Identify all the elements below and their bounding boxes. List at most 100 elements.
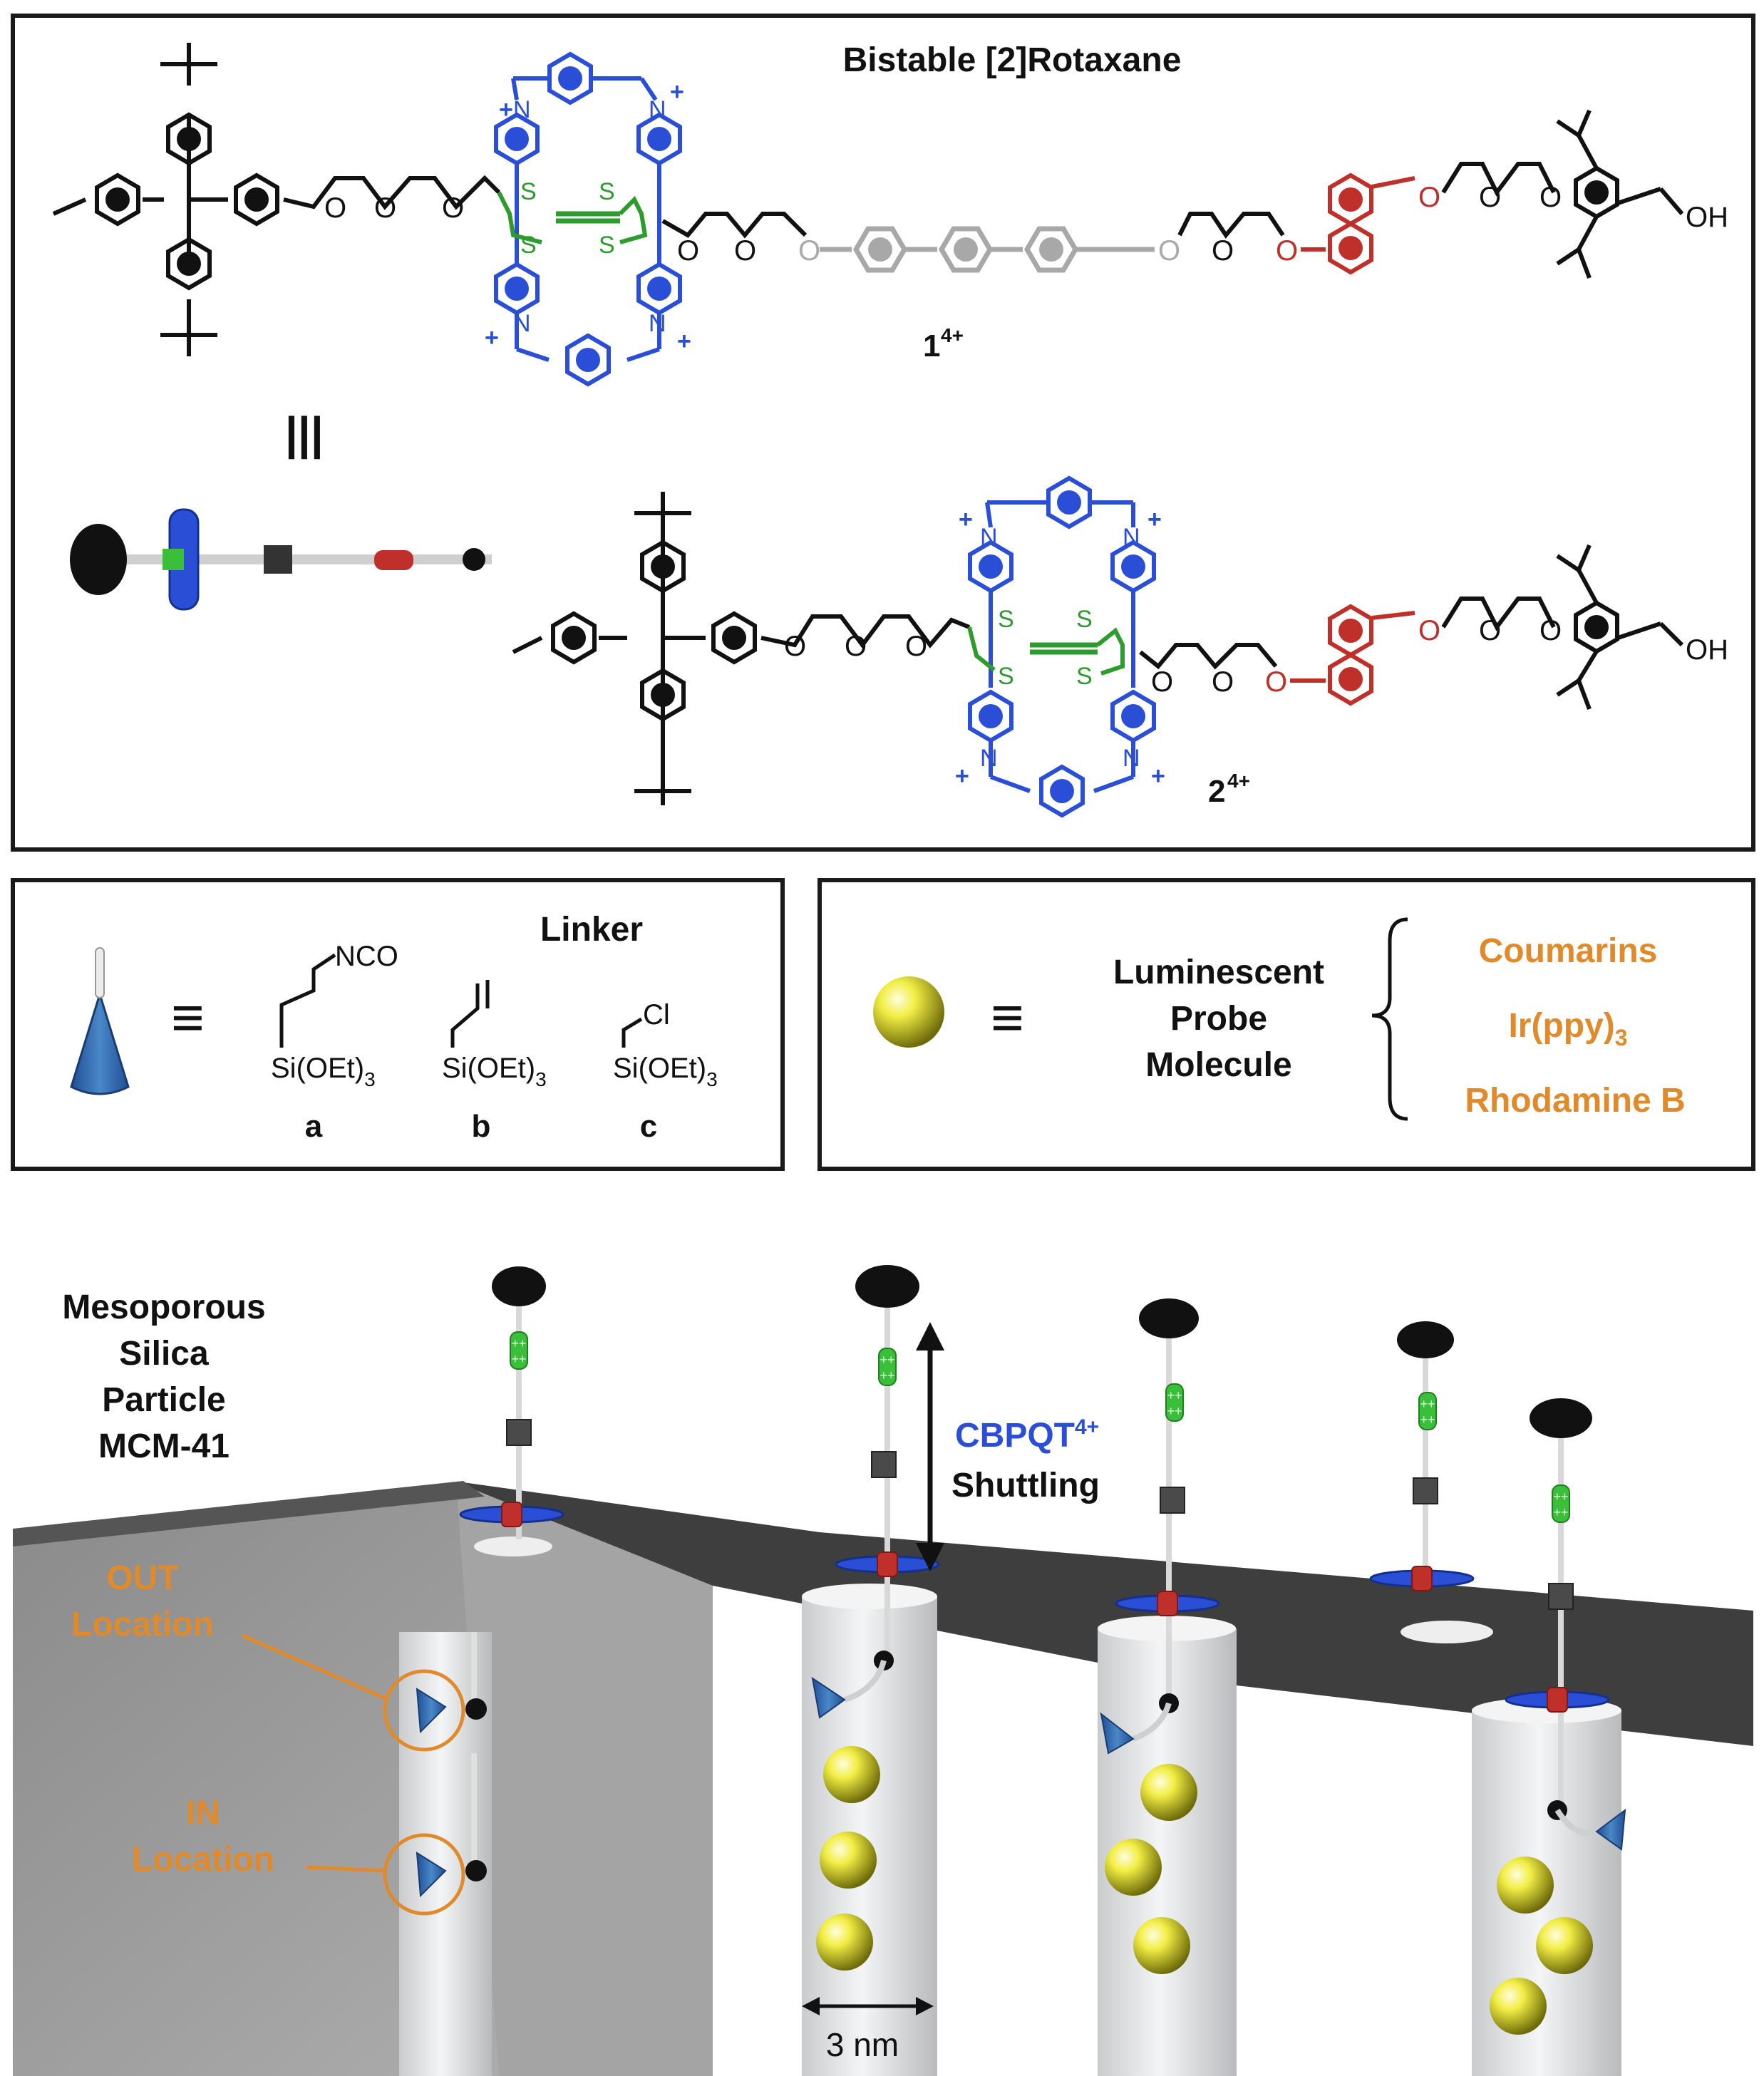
compound-2-stopper-left bbox=[512, 492, 755, 805]
in-location-label-line1: IN bbox=[186, 1794, 220, 1832]
out-location-circle bbox=[383, 1669, 465, 1752]
particle-label-line4: MCM-41 bbox=[98, 1427, 229, 1465]
probe-irppy3: Ir(ppy)3 bbox=[1508, 1007, 1627, 1050]
atom-s: S bbox=[520, 178, 537, 205]
compound-1-stopper-left bbox=[52, 43, 277, 356]
particle-label-line1: Mesoporous bbox=[62, 1289, 265, 1326]
charge-plus: + bbox=[499, 96, 513, 123]
equivalence-symbol: ||| bbox=[285, 408, 324, 460]
cbpqt-ring-1: + N N + N + N + bbox=[485, 54, 691, 384]
probe-label-line1: Luminescent bbox=[1113, 954, 1324, 991]
atom-o: O bbox=[324, 192, 346, 224]
atom-o: O bbox=[798, 235, 820, 267]
linker-a-group: NCO bbox=[335, 941, 398, 972]
surface-pore-opening bbox=[474, 1537, 552, 1556]
atom-o: O bbox=[905, 631, 927, 662]
probe-rhodamine-b: Rhodamine B bbox=[1465, 1082, 1685, 1120]
compound-1-structure: O O O + N N + N + N + bbox=[52, 43, 1728, 384]
atom-n: N bbox=[649, 310, 666, 337]
shuttling-label: Shuttling bbox=[951, 1467, 1100, 1504]
atom-o: O bbox=[1158, 235, 1180, 267]
biphenyl-station bbox=[856, 229, 1155, 270]
rotaxane-cartoon bbox=[70, 508, 492, 611]
atom-n: N bbox=[980, 524, 998, 551]
atom-n: N bbox=[649, 96, 666, 123]
loaded-probe-balls bbox=[816, 1746, 1593, 2035]
charge-plus: + bbox=[1147, 506, 1162, 533]
linker-c-silane: Si(OEt)3 bbox=[613, 1053, 718, 1090]
atom-s: S bbox=[599, 232, 615, 259]
atom-o: O bbox=[1479, 182, 1501, 213]
atom-o: O bbox=[1418, 182, 1440, 213]
ttf-unit-1: S S S S bbox=[497, 178, 648, 259]
atom-s: S bbox=[998, 606, 1014, 633]
compound-2-charge: 4+ bbox=[1227, 770, 1250, 792]
atom-o: O bbox=[1276, 235, 1298, 267]
side-rotaxane-in bbox=[416, 1753, 487, 1898]
pore-width-dimension bbox=[802, 1997, 934, 2015]
atom-n: N bbox=[1123, 524, 1140, 551]
atom-oh: OH bbox=[1686, 634, 1728, 666]
atom-n: N bbox=[513, 96, 531, 123]
atom-o: O bbox=[1212, 666, 1234, 698]
linker-b-chain bbox=[450, 983, 480, 1048]
rotaxane-panel-frame bbox=[11, 14, 1755, 852]
atom-o: O bbox=[1539, 182, 1562, 213]
ttf-unit-2: S S S S bbox=[967, 606, 1125, 690]
linker-b-label: b bbox=[472, 1109, 491, 1144]
probe-brace bbox=[1371, 917, 1408, 1121]
probe-label-line2: Probe bbox=[1170, 1000, 1267, 1038]
particle-label-line3: Particle bbox=[102, 1381, 225, 1419]
atom-s: S bbox=[1076, 606, 1093, 633]
compound-2-stopper-right bbox=[1556, 544, 1684, 711]
atom-n: N bbox=[513, 310, 531, 337]
atom-n: N bbox=[1123, 745, 1140, 772]
pore-width-label: 3 nm bbox=[826, 2026, 899, 2063]
atom-o: O bbox=[1265, 666, 1287, 698]
charge-plus: + bbox=[1151, 763, 1165, 790]
probe-label-line3: Molecule bbox=[1145, 1046, 1291, 1084]
atom-o: O bbox=[734, 235, 756, 267]
linker-c-label: c bbox=[640, 1109, 657, 1144]
compound-2-label: 2 bbox=[1208, 774, 1225, 809]
compound-1-label: 1 bbox=[923, 329, 940, 363]
in-location-circle bbox=[383, 1833, 465, 1916]
surface-rotaxane-4 bbox=[1369, 1321, 1475, 1592]
atom-o: O bbox=[1479, 615, 1501, 646]
atom-oh: OH bbox=[1686, 202, 1728, 233]
charge-plus: + bbox=[677, 328, 691, 355]
linker-cone-icon bbox=[70, 947, 130, 1095]
probe-ball-icon bbox=[873, 976, 944, 1048]
charge-plus: + bbox=[955, 763, 969, 790]
naphthalene-station-2 bbox=[1330, 606, 1415, 703]
compound-2-structure: O O O + N N + N + N + bbox=[512, 478, 1728, 815]
atom-s: S bbox=[520, 232, 537, 259]
atom-n: N bbox=[980, 745, 998, 772]
linker-b-silane: Si(OEt)3 bbox=[442, 1053, 547, 1090]
particle-label-line2: Silica bbox=[119, 1335, 209, 1373]
linker-a-label: a bbox=[305, 1109, 323, 1144]
surface-rotaxane-5 bbox=[1505, 1398, 1626, 1851]
atom-o: O bbox=[1539, 615, 1562, 646]
charge-plus: + bbox=[485, 324, 499, 351]
side-rotaxane-out bbox=[416, 1632, 487, 1734]
linker-c-chain bbox=[621, 1017, 643, 1048]
atom-o: O bbox=[845, 631, 867, 662]
charge-plus: + bbox=[959, 506, 973, 533]
surface-pore-opening bbox=[1401, 1621, 1493, 1643]
atom-o: O bbox=[1212, 235, 1234, 267]
atom-o: O bbox=[374, 192, 396, 224]
cbpqt-ring-2: + N N + N + N + bbox=[955, 478, 1165, 815]
linker-equiv-symbol: ≡ bbox=[171, 986, 205, 1049]
atom-o: O bbox=[784, 631, 806, 662]
rotaxane-title: Bistable [2]Rotaxane bbox=[843, 41, 1182, 79]
atom-s: S bbox=[599, 178, 615, 205]
linker-a-chain bbox=[279, 953, 336, 1048]
atom-o: O bbox=[442, 192, 464, 224]
out-location-leader bbox=[241, 1633, 390, 1702]
shuttling-arrow bbox=[916, 1322, 944, 1571]
compound-1-stopper-right bbox=[1556, 109, 1684, 279]
pore-cylinder-2 bbox=[802, 1596, 937, 2076]
charge-plus: + bbox=[670, 78, 684, 105]
